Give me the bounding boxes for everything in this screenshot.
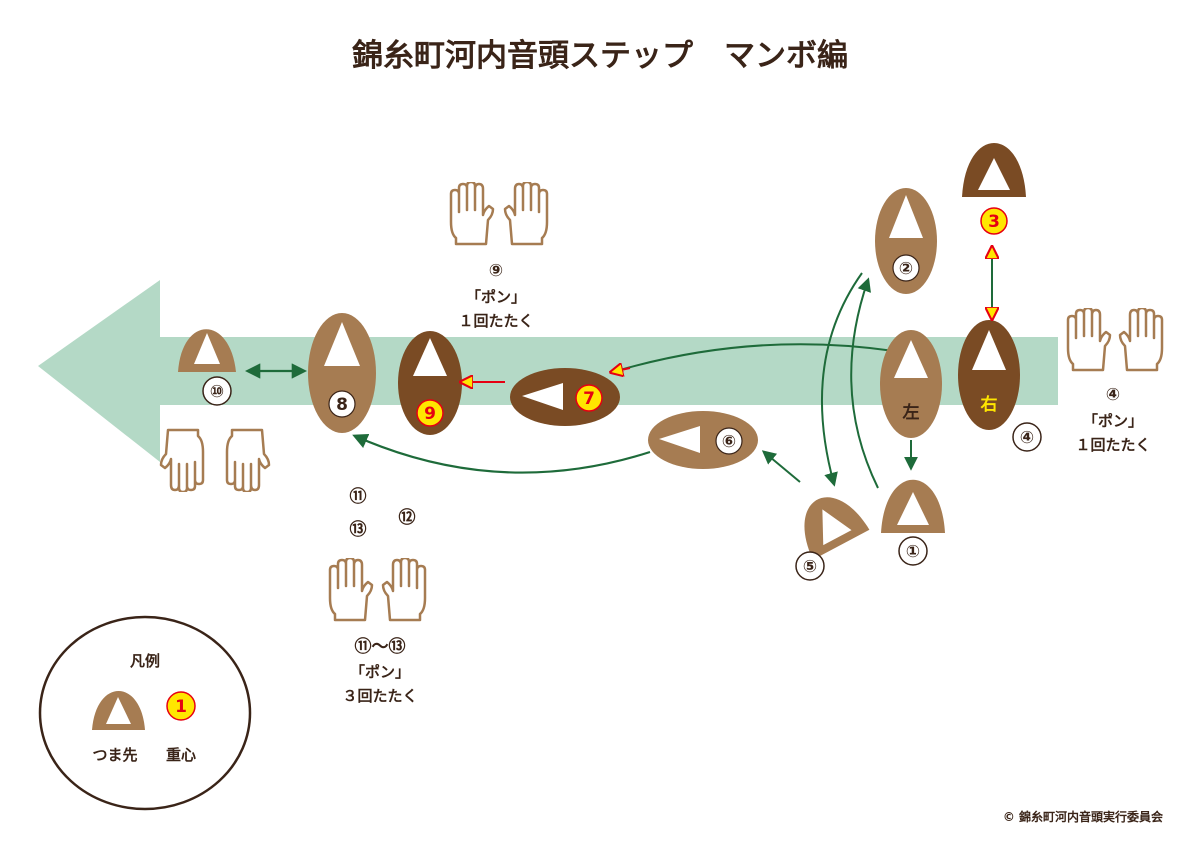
clap-9-number: ⑨ [489, 261, 503, 281]
clap-12-number: ⑫ [399, 507, 416, 528]
legend-weight-label: 重心 [166, 746, 196, 764]
hand-clap-4-right-icon [1118, 308, 1164, 372]
foot-step-2 [875, 188, 937, 294]
clap-11-text1: 「ポン」 [350, 663, 410, 681]
step-2-number: ② [899, 259, 913, 279]
foot-left-label: 左 [903, 402, 920, 423]
copyright: © 錦糸町河内音頭実行委員会 [1003, 809, 1164, 824]
step-9-number: 9 [424, 404, 436, 424]
step-4-badge [1012, 422, 1042, 452]
foot-step-7 [510, 368, 620, 426]
hand-clap-11-right-icon [381, 558, 427, 622]
legend-toe-icon [92, 691, 145, 730]
arrow-left-to-7 [619, 343, 901, 371]
step-8-number: 8 [336, 395, 348, 415]
arrow-1-to-2 [850, 277, 879, 489]
step-3-number: 3 [988, 212, 1000, 232]
legend-box [38, 615, 252, 811]
legend-title: 凡例 [130, 652, 160, 670]
arrow-2-to-5 [821, 272, 863, 487]
clap-4-number: ④ [1106, 385, 1120, 405]
clap-11-number: ⑪ [350, 486, 367, 507]
foot-right-label: 右 [981, 394, 998, 415]
hand-clap-11-left-icon [328, 558, 374, 622]
foot-right [958, 320, 1020, 430]
step-1-number: ① [906, 542, 920, 562]
legend-weight-number: 1 [175, 697, 187, 717]
step-10-number: ⑩ [210, 382, 224, 402]
foot-step-3 [962, 143, 1026, 197]
arrow-6-to-8 [352, 433, 651, 474]
arrow-5-to-6 [761, 450, 801, 483]
clap-13-number: ⑬ [350, 519, 367, 540]
hand-low-left-icon [159, 428, 205, 492]
hand-clap-9-right-icon [503, 182, 549, 246]
page-title: 錦糸町河内音頭ステップ マンボ編 [352, 38, 848, 74]
hand-clap-9-left-icon [449, 182, 495, 246]
hand-clap-4-left-icon [1066, 308, 1112, 372]
step-4-number: ④ [1020, 428, 1034, 448]
step-10-badge [202, 376, 232, 406]
clap-11-range: ⑪～⑬ [355, 636, 406, 657]
clap-9-text1: 「ポン」 [466, 288, 526, 306]
foot-left [880, 330, 942, 438]
foot-step-9 [398, 331, 462, 435]
step-7-number: 7 [583, 389, 595, 409]
step-5-number: ⑤ [803, 557, 817, 577]
foot-step-1 [881, 479, 945, 533]
clap-4-text1: 「ポン」 [1083, 412, 1143, 430]
step-3-badge [980, 207, 1008, 235]
step-6-number: ⑥ [722, 432, 736, 452]
arrow-left-to-7-head [612, 368, 631, 372]
foot-step-6 [648, 411, 758, 469]
clap-4-text2: １回たたく [1075, 436, 1150, 454]
clap-9-text2: １回たたく [458, 312, 533, 330]
foot-step-10 [178, 329, 236, 372]
legend-weight-badge [166, 691, 196, 721]
legend-toe-label: つま先 [92, 746, 137, 764]
step-1-badge [898, 536, 928, 566]
step-5-badge [795, 551, 825, 581]
clap-11-text2: ３回たたく [342, 687, 417, 705]
hand-low-right-icon [225, 428, 271, 492]
foot-step-5 [804, 497, 870, 560]
foot-step-8 [308, 313, 376, 433]
